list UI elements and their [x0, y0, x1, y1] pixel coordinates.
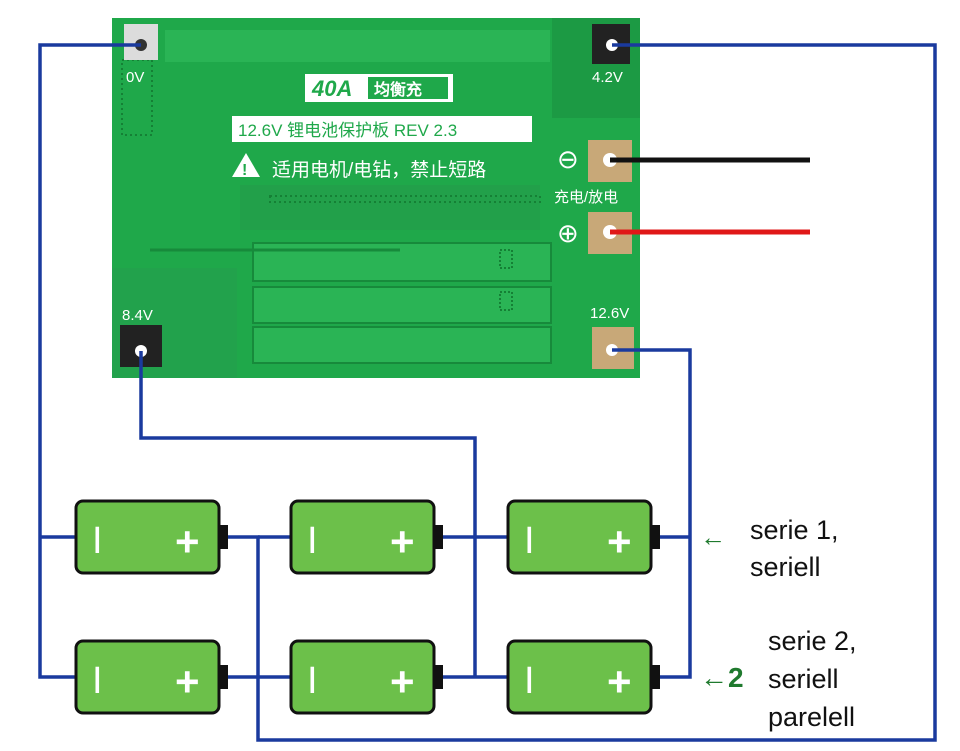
series-2-arrow-icon: ←2	[700, 662, 744, 693]
wire-4-2v	[217, 43, 937, 742]
warning-triangle-icon	[232, 153, 260, 177]
blue-wiring	[38, 43, 937, 742]
battery-plus-mark: +	[607, 518, 632, 565]
pcb-trace-block	[240, 185, 540, 230]
wire-12-6v	[612, 348, 692, 679]
minus-symbol: ⊖	[557, 144, 579, 174]
pcb-trace-bar-3	[252, 326, 552, 364]
series-2-line-3: parelell	[768, 702, 855, 732]
battery-plus-mark: +	[607, 658, 632, 705]
wire-8-4v	[139, 351, 477, 677]
pcb-header-strip	[165, 30, 550, 62]
pad-label-4-2v: 4.2V	[592, 69, 623, 86]
battery-cell: I +	[74, 639, 228, 715]
rating-text: 40A	[311, 76, 352, 101]
battery-plus-mark: +	[175, 658, 200, 705]
battery-plus-mark: +	[175, 518, 200, 565]
series-1-arrow-icon: ←	[700, 522, 726, 552]
battery-minus-mark: I	[92, 660, 103, 702]
battery-cell: I +	[74, 499, 228, 575]
battery-minus-mark: I	[307, 660, 318, 702]
rating-suffix-text: 均衡充	[374, 80, 422, 99]
pad-label-0v: 0V	[126, 69, 144, 86]
battery-minus-mark: I	[307, 520, 318, 562]
battery-cell: I +	[506, 499, 660, 575]
battery-plus-mark: +	[390, 658, 415, 705]
battery-minus-mark: I	[92, 520, 103, 562]
plus-symbol: ⊕	[557, 218, 579, 248]
battery-plus-mark: +	[390, 518, 415, 565]
wire-0v	[38, 43, 141, 679]
battery-cell: I +	[289, 639, 443, 715]
board-title: 12.6V 锂电池保护板 REV 2.3	[238, 121, 457, 140]
series-2-line-1: serie 2,	[768, 626, 857, 656]
warning-text: 适用电机/电钻，禁止短路	[272, 159, 486, 181]
pcb-trace-bar-2	[252, 286, 552, 324]
series-1-line-1: serie 1,	[750, 515, 839, 545]
pad-label-8-4v: 8.4V	[122, 307, 153, 324]
battery-cell: I +	[289, 499, 443, 575]
charge-label: 充电/放电	[554, 189, 618, 206]
rating-suffix-box	[368, 77, 448, 99]
battery-row-2: I + I + I +	[74, 639, 660, 715]
battery-row-1: I + I + I +	[74, 499, 660, 575]
battery-cell: I +	[506, 639, 660, 715]
battery-minus-mark: I	[524, 660, 535, 702]
pad-label-12-6v: 12.6V	[590, 305, 629, 322]
battery-minus-mark: I	[524, 520, 535, 562]
series-2-line-2: seriell	[768, 664, 839, 694]
bms-board: 40A 均衡充 12.6V 锂电池保护板 REV 2.3 ! 适用电机/电钻，禁…	[112, 18, 640, 378]
title-band	[232, 116, 532, 142]
warning-exclamation: !	[242, 162, 247, 179]
series-1-line-2: seriell	[750, 552, 821, 582]
